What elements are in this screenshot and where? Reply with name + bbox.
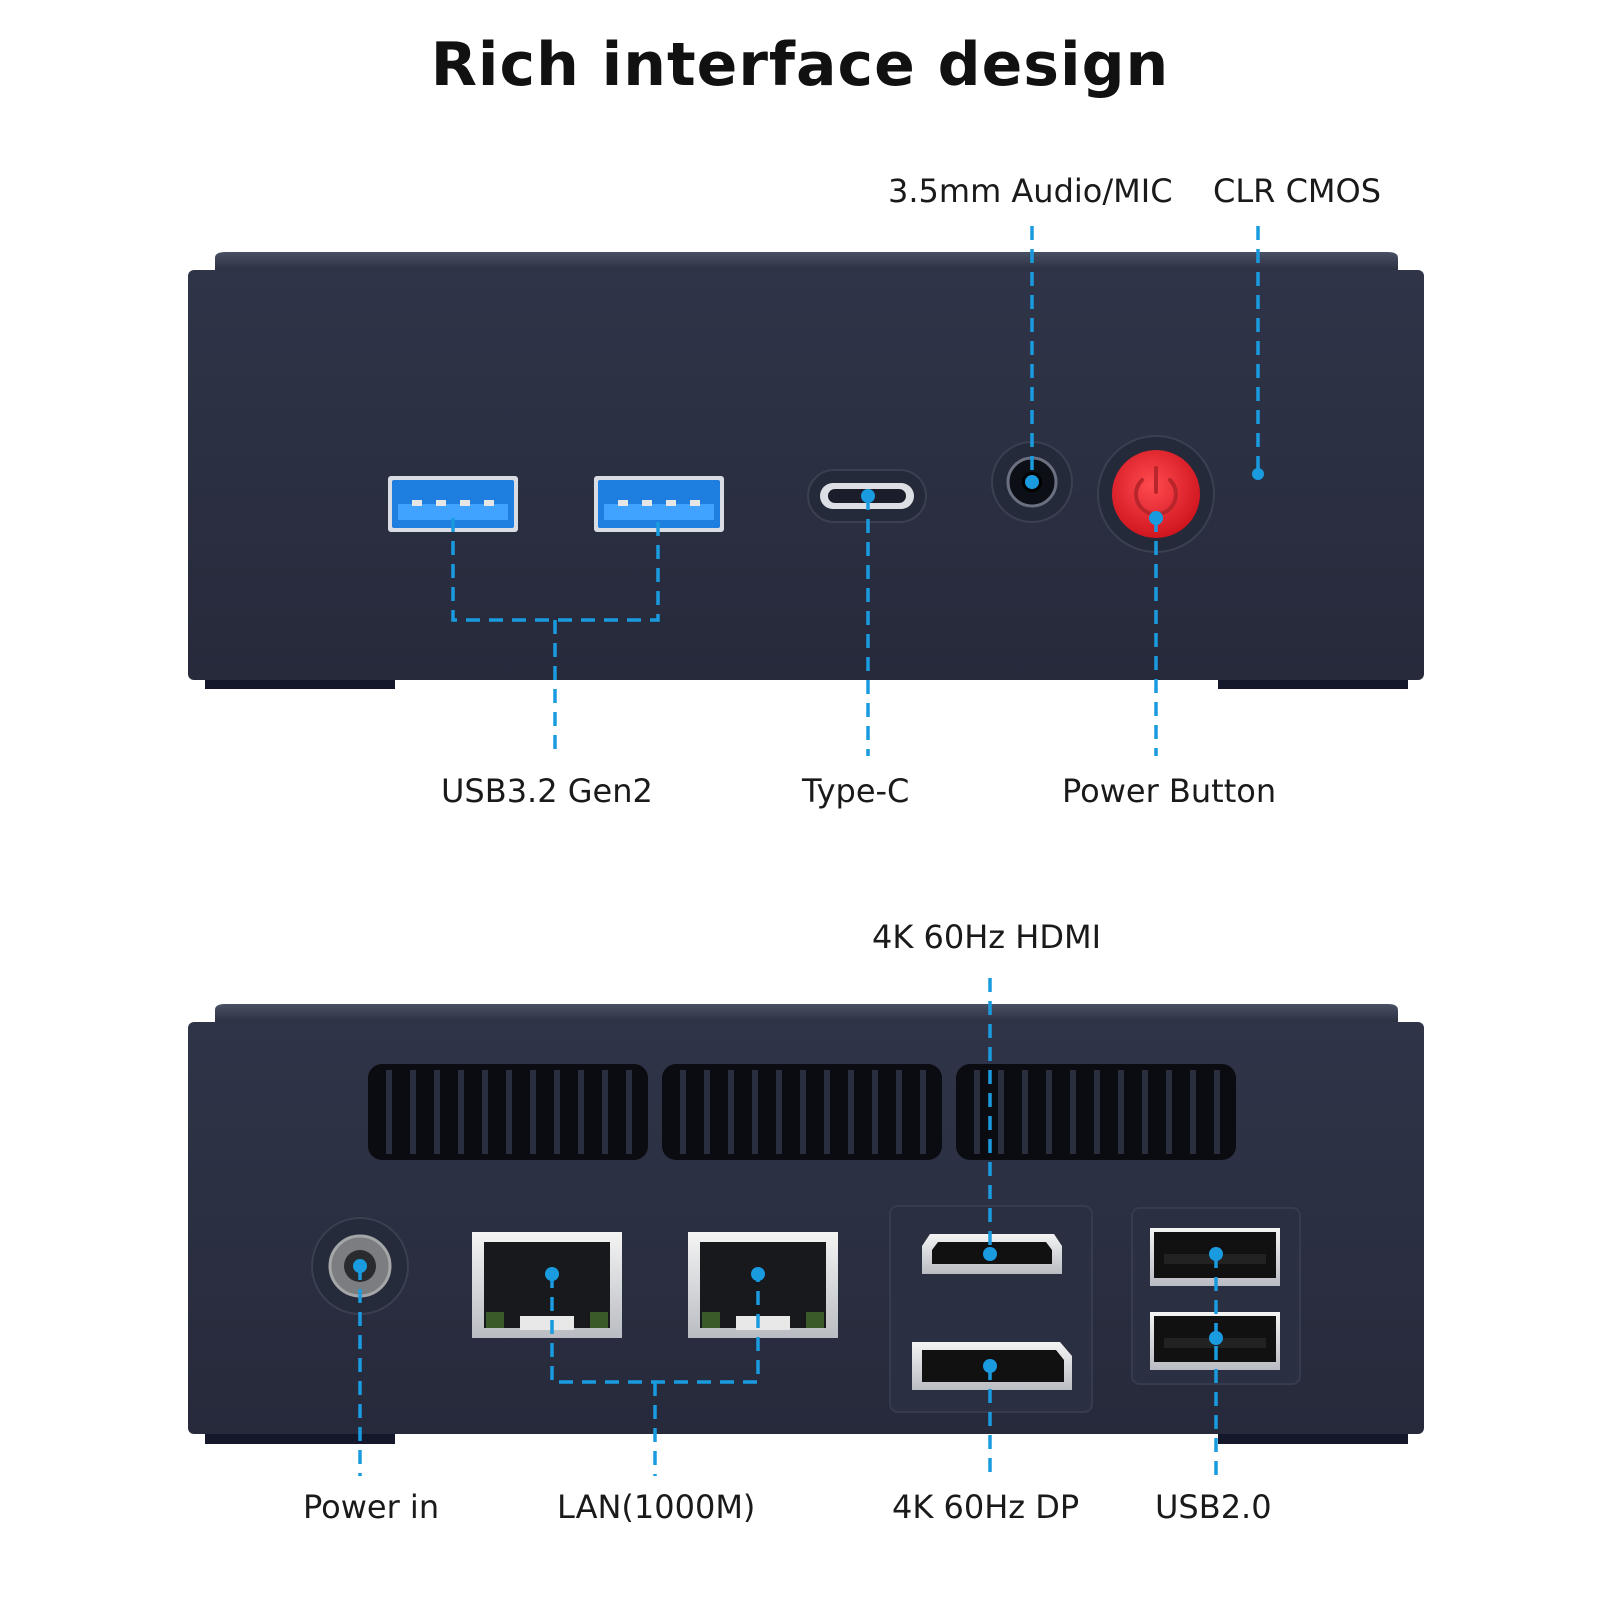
rj45-port-icon [472, 1232, 622, 1338]
label-power-button: Power Button [1062, 772, 1277, 810]
label-dp: 4K 60Hz DP [892, 1488, 1080, 1526]
rear-panel [188, 1004, 1424, 1444]
label-power-in: Power in [303, 1488, 440, 1526]
rj45-port-icon [688, 1232, 838, 1338]
front-leader-lines [451, 226, 1260, 756]
rear-lid [215, 1004, 1398, 1022]
usb3-port-icon [388, 476, 518, 532]
front-lid [215, 252, 1398, 270]
label-usb3: USB3.2 Gen2 [441, 772, 653, 810]
front-panel [188, 252, 1424, 689]
usb3-port-icon [594, 476, 724, 532]
page-title: Rich interface design [430, 30, 1170, 100]
rear-leader-dots [353, 1247, 1223, 1373]
label-clr-cmos: CLR CMOS [1213, 172, 1382, 210]
label-usb2: USB2.0 [1155, 1488, 1272, 1526]
label-hdmi: 4K 60Hz HDMI [872, 918, 1102, 956]
front-leader-dots [861, 468, 1264, 525]
label-type-c: Type-C [802, 772, 910, 810]
label-audio-mic: 3.5mm Audio/MIC [888, 172, 1173, 210]
front-chassis [188, 270, 1424, 680]
label-lan: LAN(1000M) [557, 1488, 756, 1526]
rear-leader-lines [358, 978, 1218, 1476]
power-button-icon [1097, 435, 1215, 553]
vent-grille-icon [368, 1064, 1236, 1160]
